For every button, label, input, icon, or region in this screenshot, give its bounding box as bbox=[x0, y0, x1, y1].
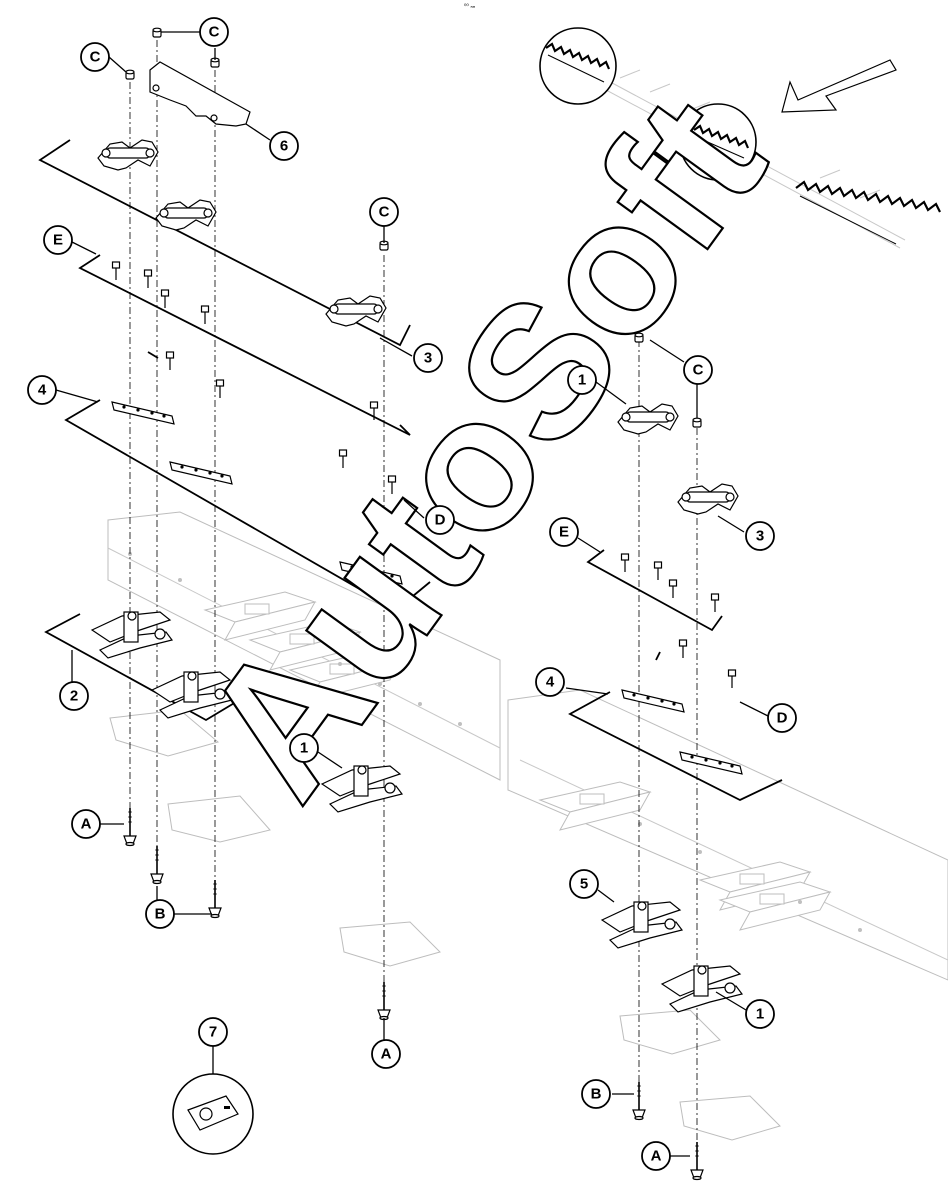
guard-5 bbox=[601, 901, 683, 949]
callout-a: A bbox=[371, 1039, 401, 1069]
callout-label: 4 bbox=[546, 674, 555, 691]
callout-label: 4 bbox=[38, 382, 47, 399]
callout-6: 6 bbox=[269, 131, 299, 161]
callout-label: 2 bbox=[70, 688, 78, 705]
callout-label: C bbox=[209, 24, 220, 41]
callout-a: A bbox=[71, 809, 101, 839]
nut-top-left bbox=[125, 69, 135, 80]
nut-right-2 bbox=[692, 417, 702, 428]
callout-c: C bbox=[80, 42, 110, 72]
corner-mark: ⁰⁰ ₙₙ bbox=[464, 3, 476, 10]
callout-label: D bbox=[777, 710, 788, 727]
callout-label: 1 bbox=[300, 740, 308, 757]
direction-arrow-icon bbox=[781, 59, 897, 113]
callout-a: A bbox=[641, 1141, 671, 1171]
callout-label: C bbox=[90, 49, 101, 66]
bolt-b-left-2 bbox=[208, 879, 222, 919]
callout-3: 3 bbox=[413, 343, 443, 373]
part-7-detail bbox=[172, 1073, 254, 1155]
guard-1-lower-right bbox=[661, 965, 743, 1013]
right-assembly bbox=[568, 332, 783, 1181]
callout-e: E bbox=[43, 225, 73, 255]
bolt-a-right bbox=[690, 1141, 704, 1181]
bolt-b-right bbox=[632, 1081, 646, 1121]
callout-label: 6 bbox=[280, 138, 288, 155]
callout-label: A bbox=[651, 1148, 662, 1165]
overview-inset bbox=[539, 27, 941, 249]
callout-b: B bbox=[581, 1079, 611, 1109]
callout-label: D bbox=[435, 512, 446, 529]
nut-top-center bbox=[152, 27, 162, 38]
callout-label: E bbox=[559, 524, 569, 541]
callout-c: C bbox=[369, 197, 399, 227]
callout-label: 5 bbox=[580, 876, 588, 893]
callout-label: E bbox=[53, 232, 63, 249]
callout-1: 1 bbox=[289, 733, 319, 763]
callout-1: 1 bbox=[745, 999, 775, 1029]
callout-label: 1 bbox=[578, 372, 586, 389]
callout-e: E bbox=[549, 517, 579, 547]
callout-4: 4 bbox=[535, 667, 565, 697]
bolt-a-center bbox=[377, 981, 391, 1021]
callout-1: 1 bbox=[567, 365, 597, 395]
bolt-a-left bbox=[123, 807, 137, 847]
cutter-bar-background bbox=[107, 511, 948, 1141]
callout-2: 2 bbox=[59, 681, 89, 711]
callout-label: 7 bbox=[209, 1024, 217, 1041]
bolt-b-left-1 bbox=[150, 845, 164, 885]
callout-label: C bbox=[693, 362, 704, 379]
callout-d: D bbox=[767, 703, 797, 733]
knife-sections-right bbox=[795, 180, 941, 245]
callout-label: B bbox=[155, 906, 166, 923]
left-assembly bbox=[38, 27, 431, 1021]
callout-4: 4 bbox=[27, 375, 57, 405]
callout-label: C bbox=[379, 204, 390, 221]
callout-c: C bbox=[199, 17, 229, 47]
callout-label: B bbox=[591, 1086, 602, 1103]
callout-label: 3 bbox=[756, 528, 764, 545]
callout-label: A bbox=[381, 1046, 392, 1063]
callout-label: A bbox=[81, 816, 92, 833]
part-6-plate bbox=[149, 61, 251, 127]
callout-5: 5 bbox=[569, 869, 599, 899]
callout-b: B bbox=[145, 899, 175, 929]
detail-circle-center bbox=[679, 103, 757, 181]
detail-circle-upper-left bbox=[539, 27, 617, 105]
callout-label: 1 bbox=[756, 1006, 764, 1023]
callout-3: 3 bbox=[745, 521, 775, 551]
callout-7: 7 bbox=[198, 1017, 228, 1047]
callout-c: C bbox=[683, 355, 713, 385]
callout-leaders bbox=[55, 31, 769, 1157]
clip-3-right bbox=[677, 483, 739, 515]
callout-label: 3 bbox=[424, 350, 432, 367]
callout-d: D bbox=[425, 505, 455, 535]
